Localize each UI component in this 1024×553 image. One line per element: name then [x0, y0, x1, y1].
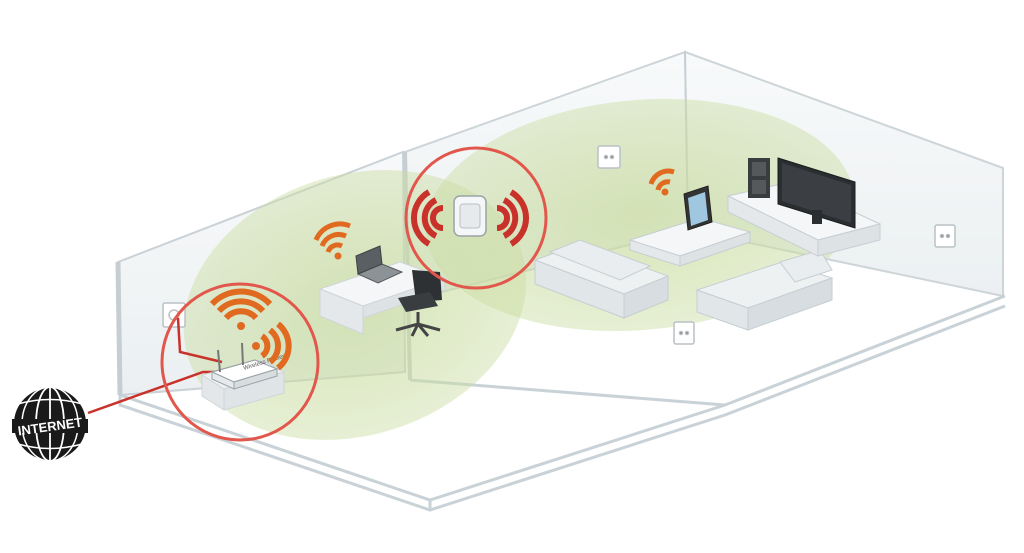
wifi-signal-icon: [313, 221, 351, 260]
wifi-signal-icon: [496, 189, 530, 247]
range-extender-icon: [453, 195, 487, 237]
table-icon: [628, 217, 752, 267]
speaker-icon: [748, 158, 770, 198]
wifi-signal-icon: [648, 168, 675, 196]
tv-icon: [777, 157, 856, 229]
router-highlight-ring: [160, 282, 320, 442]
power-outlet-icon: [162, 302, 186, 328]
wifi-signal-icon: [252, 321, 292, 371]
tablet-icon: [683, 185, 713, 231]
power-outlet-icon: [934, 224, 956, 248]
power-outlet-icon: [673, 321, 695, 345]
extender-highlight-ring: [404, 146, 548, 290]
chair-icon: [395, 270, 442, 337]
power-outlets: [162, 145, 956, 345]
laptop-icon: [355, 245, 404, 284]
wifi-signal-icon: [209, 288, 273, 330]
sofa-icon: [695, 249, 834, 331]
internet-globe-icon: INTERNET: [12, 386, 88, 462]
power-outlet-icon: [597, 145, 621, 169]
wifi-signal-icon: [410, 189, 444, 247]
sofa-icon: [533, 239, 670, 319]
